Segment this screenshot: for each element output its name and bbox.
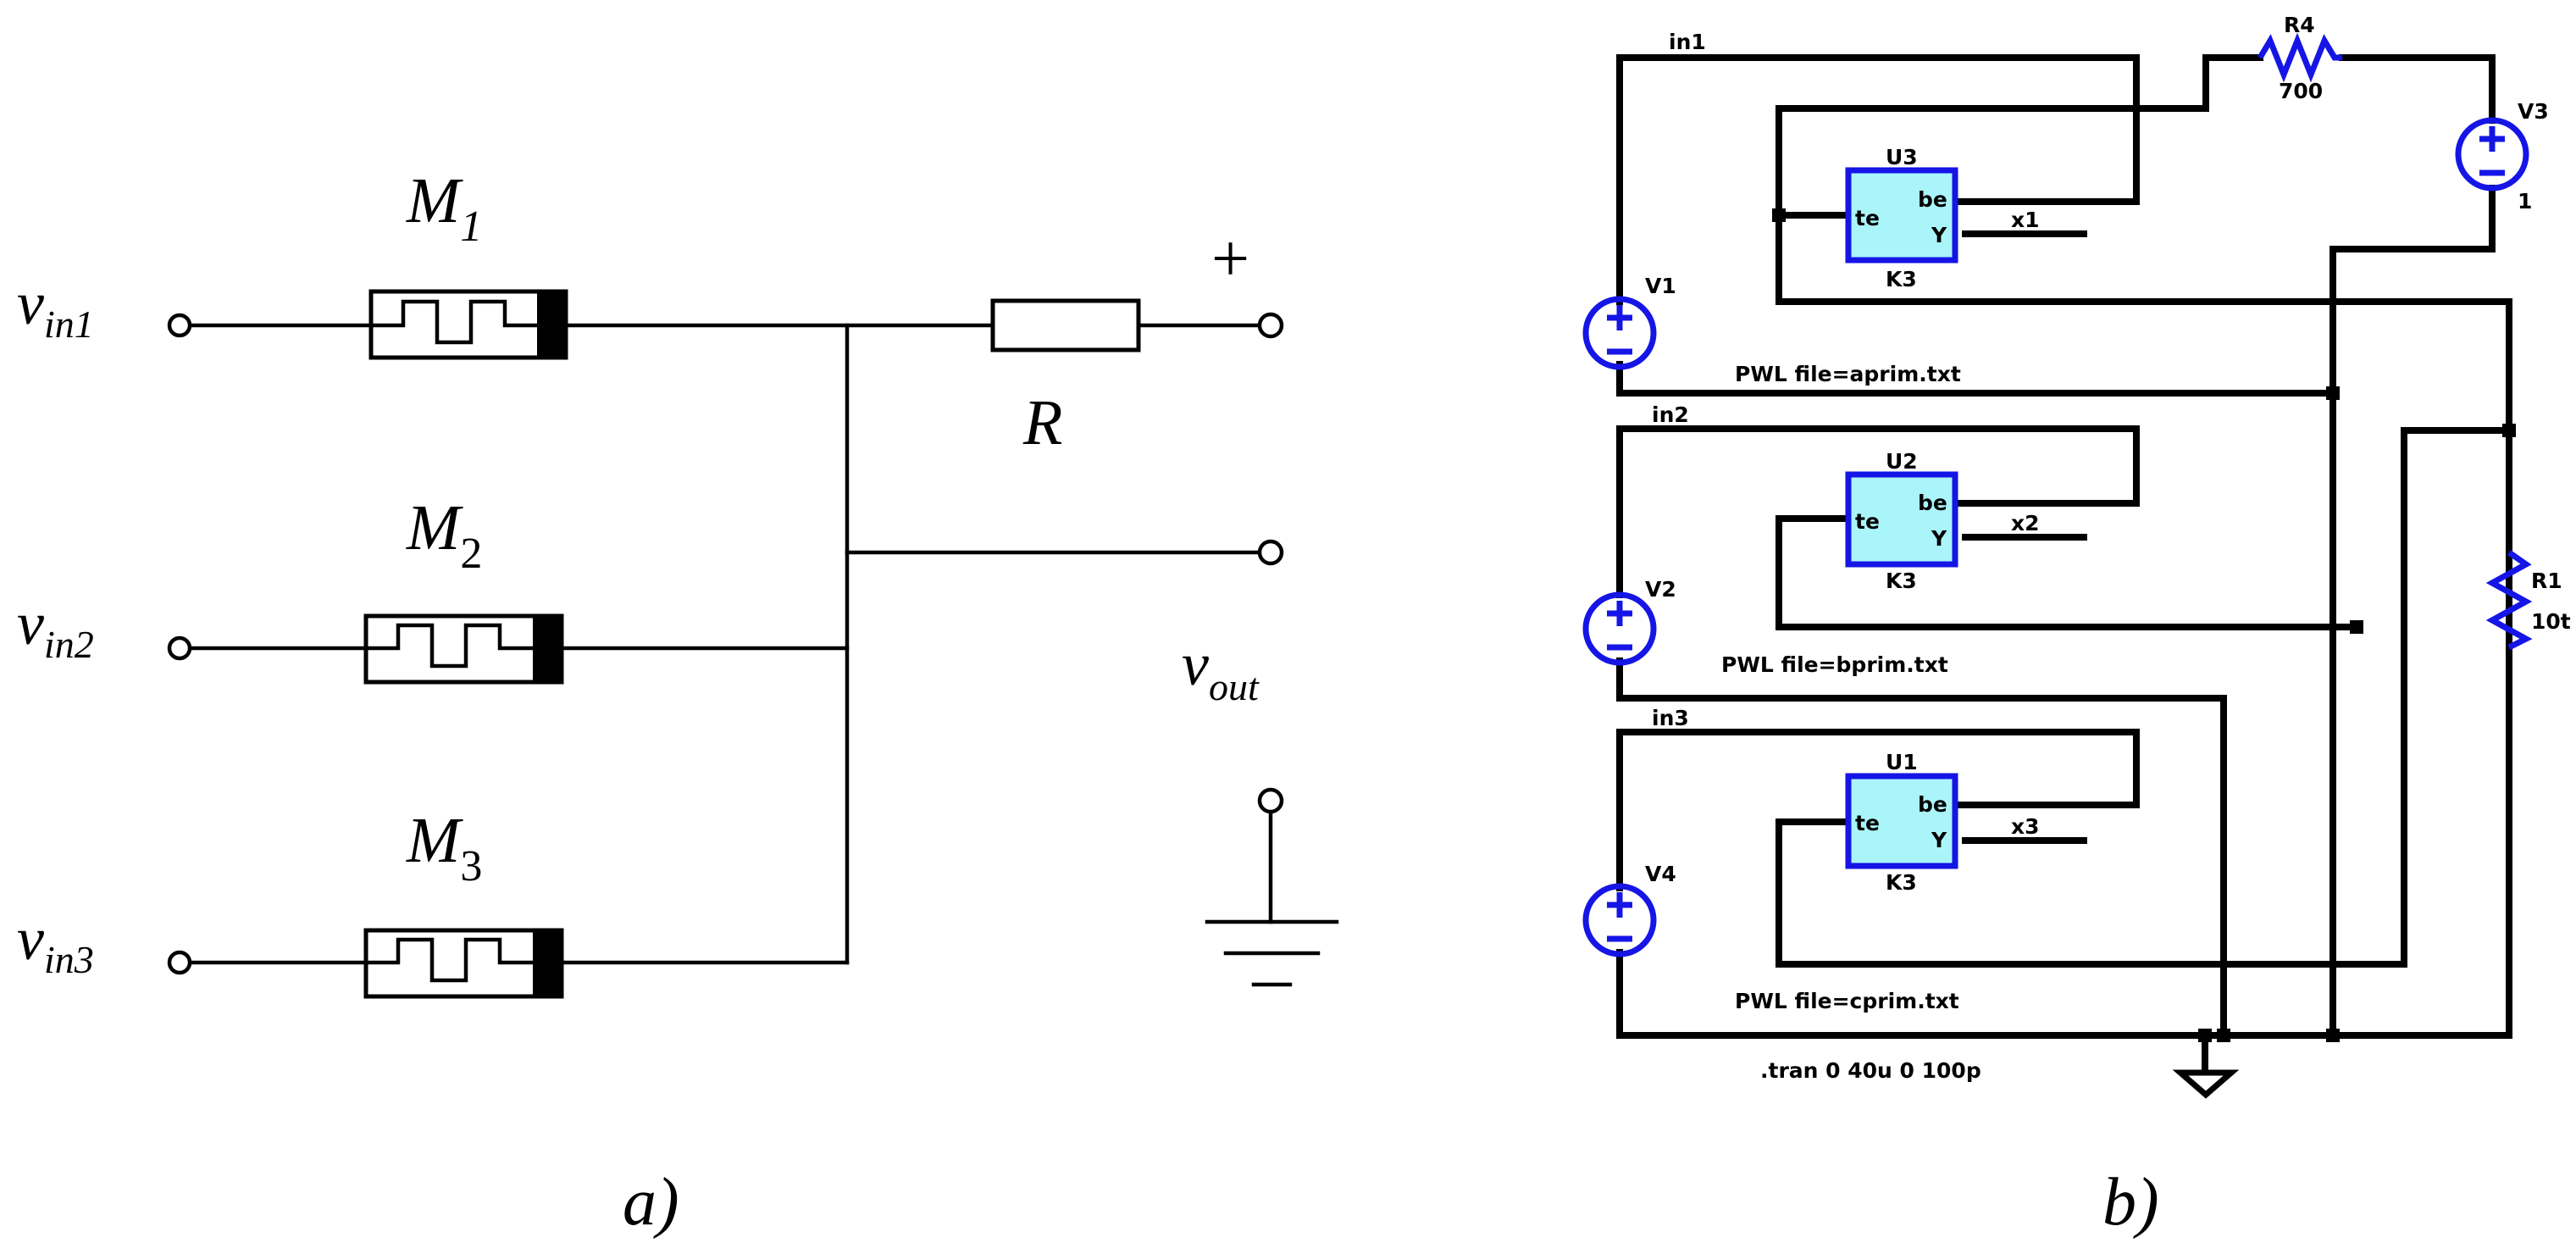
memristor-1-symbol [368, 289, 568, 360]
svg-text:K3: K3 [1886, 267, 1917, 291]
plus-label: + [1211, 222, 1249, 297]
r4-symbol [2257, 32, 2342, 83]
memristor-3-symbol [363, 928, 564, 999]
chip-u3 [1845, 167, 1958, 264]
svg-text:be: be [1918, 792, 1947, 817]
svg-text:Y: Y [1931, 526, 1947, 551]
panel-b: te be Y U3 K3 x1 te be Y U2 K3 x2 te be … [1582, 13, 2571, 1240]
source-v2-symbol [1582, 591, 1657, 666]
caption-b: b) [2102, 1165, 2159, 1240]
net-in3-label: in3 [1652, 706, 1689, 730]
svg-text:K3: K3 [1886, 569, 1917, 593]
svg-text:te: te [1855, 206, 1880, 230]
r4-value: 700 [2279, 79, 2323, 103]
source-v1-symbol [1582, 296, 1657, 370]
terminal-in2 [167, 635, 192, 661]
memristor-2-symbol [363, 613, 564, 685]
panel-a-terminals [167, 312, 1284, 975]
panel-a: vin1 vin2 vin3 M1 M2 M3 R + vout a) [17, 165, 1339, 1240]
net-in2-label: in2 [1652, 402, 1689, 427]
svg-text:x1: x1 [2011, 208, 2040, 232]
terminal-in3 [167, 950, 192, 975]
chip-u3-labels: te be Y U3 K3 x1 [1855, 145, 2040, 291]
svg-text:Y: Y [1931, 223, 1947, 247]
vout-label: vout [1182, 630, 1260, 708]
r-label: R [1022, 387, 1062, 458]
panel-b-wires [1616, 54, 2512, 1098]
svg-text:be: be [1918, 187, 1947, 212]
chip-u2-labels: te be Y U2 K3 x2 [1855, 449, 2040, 593]
svg-text:be: be [1918, 491, 1947, 515]
panel-b-junctions [1772, 208, 2516, 1042]
source-v1-ref: V1 [1645, 274, 1676, 298]
m2-label: M2 [406, 492, 482, 578]
source-v4-spec: PWL file=cprim.txt [1735, 989, 1959, 1013]
caption-a: a) [623, 1165, 679, 1240]
svg-text:U2: U2 [1886, 449, 1918, 474]
resistor-r-symbol [990, 298, 1141, 352]
source-v4-ref: V4 [1645, 862, 1676, 886]
chip-u1-labels: te be Y U1 K3 x3 [1855, 750, 2040, 895]
svg-text:te: te [1855, 811, 1880, 835]
r4-ref: R4 [2284, 13, 2315, 37]
terminal-out-plus [1257, 312, 1284, 339]
source-v1-spec: PWL file=aprim.txt [1735, 362, 1961, 386]
terminal-in1 [167, 313, 192, 338]
r1-ref: R1 [2531, 569, 2562, 593]
vin1-label: vin1 [17, 269, 94, 346]
net-in1-label: in1 [1669, 30, 1706, 54]
chip-u2 [1845, 471, 1958, 568]
vin2-label: vin2 [17, 590, 94, 666]
svg-text:te: te [1855, 509, 1880, 534]
svg-text:U1: U1 [1886, 750, 1918, 774]
source-v2-spec: PWL file=bprim.txt [1721, 652, 1948, 677]
r1-symbol [2485, 550, 2533, 651]
r1-value: 10t [2531, 609, 2571, 634]
svg-text:Y: Y [1931, 828, 1947, 852]
source-v2-ref: V2 [1645, 577, 1676, 602]
terminal-ground [1257, 787, 1284, 814]
terminal-out [1257, 539, 1284, 566]
v3-ref: V3 [2518, 99, 2549, 124]
tran-directive: .tran 0 40u 0 100p [1760, 1058, 1981, 1083]
svg-text:K3: K3 [1886, 870, 1917, 895]
m3-label: M3 [406, 805, 482, 891]
chip-u1 [1845, 773, 1958, 869]
svg-text:x2: x2 [2011, 511, 2040, 535]
m1-label: M1 [406, 165, 482, 251]
panel-a-wires [177, 323, 1339, 987]
svg-text:x3: x3 [2011, 814, 2040, 839]
source-v3-symbol [2455, 117, 2529, 191]
svg-text:U3: U3 [1886, 145, 1918, 169]
v3-value: 1 [2518, 189, 2532, 214]
source-v4-symbol [1582, 883, 1657, 957]
ground-symbol [2172, 1069, 2240, 1099]
vin3-label: vin3 [17, 905, 94, 981]
